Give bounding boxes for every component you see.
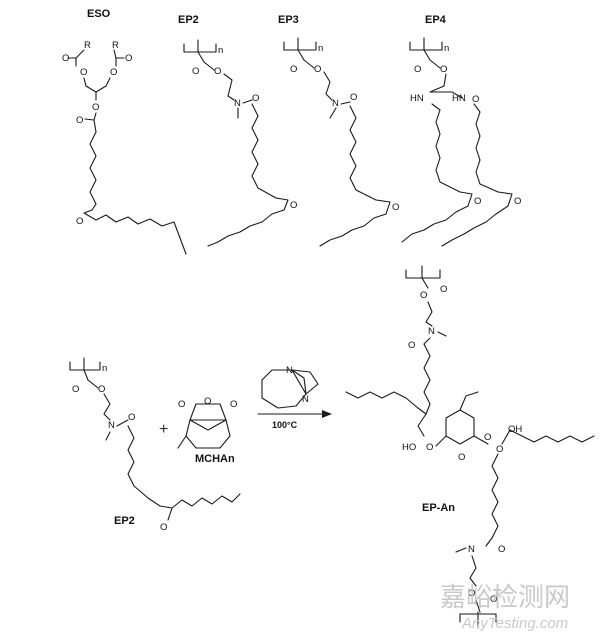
atom-o-ep4-ester: O — [440, 64, 447, 75]
reaction-condition: 100°C — [272, 420, 298, 430]
ep2-structure: EP2 n O O N O O — [178, 14, 297, 247]
atom-o-anhydride-ring: O — [204, 396, 211, 407]
dbu-catalyst-structure: N N — [261, 365, 319, 409]
atom-o-epan-bottom-ester: O — [468, 588, 475, 599]
label-ep2: EP2 — [178, 14, 199, 26]
atom-hn-ep4: HN — [452, 93, 466, 104]
label-ep-an: EP-An — [422, 502, 455, 514]
label-ep4: EP4 — [425, 14, 447, 26]
atom-n-ep3-amide: N — [332, 98, 339, 109]
ep2-reactant-structure: EP2 n O O N O O — [69, 357, 241, 533]
atom-o-ep3-carbonyl: O — [290, 64, 297, 75]
atom-n-ep4: n — [444, 43, 449, 54]
reaction-arrow: 100°C — [257, 410, 332, 430]
ep4-structure: EP4 n O O HN HN O O O — [401, 14, 521, 247]
ep-an-structure: EP-An O O N O HO O O O O OH O N — [345, 265, 595, 629]
ep3-structure: EP3 n O O N O O — [278, 14, 399, 247]
atom-o-right: O — [125, 53, 132, 64]
atom-o-epan-top-carbonyl: O — [440, 284, 447, 295]
atom-o-anhydride-left: O — [178, 399, 185, 410]
atom-n-ep3: n — [318, 43, 323, 54]
atom-o-ep2-carbonyl: O — [192, 66, 199, 77]
watermark: 嘉峪检测网 AnyTesting.com — [440, 583, 570, 632]
atom-oh-epan: OH — [508, 424, 522, 435]
atom-r-left: R — [84, 40, 91, 51]
atom-o-ep2r-ester: O — [98, 384, 105, 395]
atom-o-epoxide-ep3: O — [392, 202, 399, 213]
atom-o-epan-ester-left: O — [426, 442, 433, 453]
atom-o-epan-bottom-amide: O — [498, 544, 505, 555]
atom-n-ep2-amide: N — [234, 98, 241, 109]
atom-o-carbonyl: O — [76, 115, 83, 126]
atom-o-left-ester: O — [80, 67, 87, 78]
atom-o-ep2-ester: O — [214, 66, 221, 77]
atom-o-anhydride-right: O — [230, 399, 237, 410]
plus-sign: + — [159, 421, 168, 438]
label-ep3: EP3 — [278, 14, 299, 26]
atom-nh-ep4: HN — [410, 93, 424, 104]
atom-o-ep2r-amide: O — [128, 412, 135, 423]
atom-n-epan-bottom: N — [468, 544, 475, 555]
mchan-structure: MCHAn O O O — [177, 396, 237, 465]
atom-n-dbu-bottom: N — [302, 394, 309, 405]
atom-o-ep3-amide: O — [350, 92, 357, 103]
atom-r-right: R — [112, 40, 119, 51]
atom-o-epan-bottom-carbonyl: O — [490, 594, 497, 605]
atom-o-epan-ester-carbonyl-left: O — [458, 452, 465, 463]
label-eso: ESO — [87, 8, 111, 20]
eso-structure: ESO R O O R O O O O O — [62, 8, 187, 255]
atom-n-ep2-reactant: n — [102, 363, 107, 374]
atom-n-epan-top: N — [428, 326, 435, 337]
atom-o-ep2-amide: O — [252, 93, 259, 104]
atom-o-epan-top-ester: O — [420, 290, 427, 301]
atom-o-ep3-ester: O — [314, 64, 321, 75]
atom-o-epoxide-ep2r: O — [160, 522, 167, 533]
atom-ho-epan: HO — [402, 442, 416, 453]
watermark-latin: AnyTesting.com — [461, 615, 568, 632]
atom-o-ep4-carbonyl: O — [414, 64, 421, 75]
atom-n-ep2r-amide: N — [108, 420, 115, 431]
atom-o-center: O — [92, 102, 99, 113]
atom-n-dbu-top: N — [286, 365, 293, 376]
atom-o-epoxide-eso: O — [76, 216, 83, 227]
atom-o-epoxide-ep4-a: O — [474, 196, 481, 207]
atom-o-epoxide-ep2: O — [290, 200, 297, 211]
atom-o-left: O — [62, 53, 69, 64]
atom-o-epoxide-ep4-b: O — [514, 196, 521, 207]
atom-o-ep4-amide-right: O — [472, 94, 479, 105]
atom-o-ep2r-carbonyl: O — [72, 384, 79, 395]
label-mchan: MCHAn — [195, 453, 235, 465]
atom-o-epan-top-amide: O — [408, 340, 415, 351]
atom-n-ep2: n — [218, 45, 223, 56]
label-ep2-reactant: EP2 — [114, 515, 135, 527]
atom-o-epan-ester-right: O — [496, 444, 503, 455]
atom-o-right-ester: O — [110, 67, 117, 78]
atom-o-epan-ester-carbonyl-right: O — [484, 432, 491, 443]
watermark-chinese: 嘉峪检测网 — [440, 583, 570, 613]
